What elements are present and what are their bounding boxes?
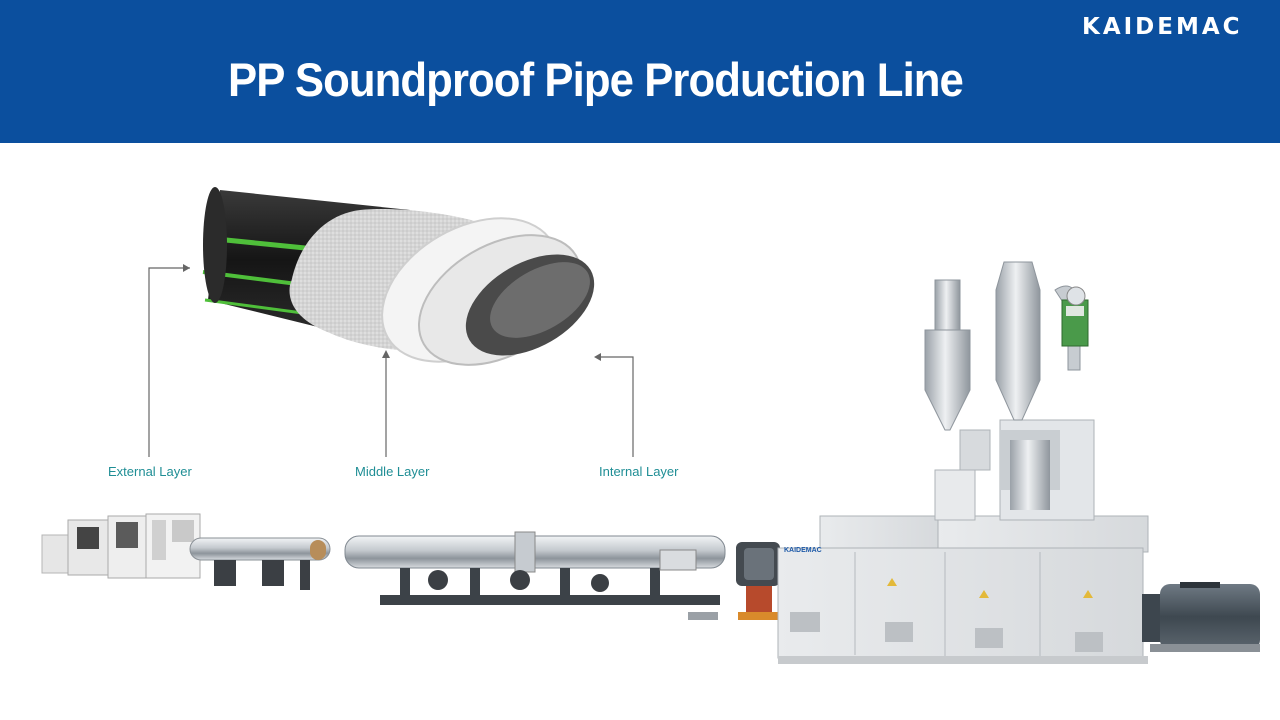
brand-logo: KAIDEMAC [1082,14,1243,40]
hopper-dryer-right [995,261,1089,421]
pipe-cutaway [202,187,595,366]
extruder-brand-plate: KAIDEMAC [784,547,822,554]
middle-layer-label: Middle Layer [355,464,430,479]
header-banner [0,0,1280,143]
drive-motor [1142,582,1260,652]
internal-layer-label: Internal Layer [599,464,679,479]
hopper-dryer-left [924,279,971,431]
main-extruder: KAIDEMAC [777,515,1149,664]
layer-leader-lines [148,264,634,457]
extrusion-die-head [736,542,782,620]
feeding-tower [934,419,1095,521]
vacuum-calibration-tank [344,531,726,620]
spray-cooling-tank [189,537,331,590]
page-title: PP Soundproof Pipe Production Line [228,53,964,106]
external-layer-label: External Layer [108,464,192,479]
haul-off-cutter-unit [41,513,201,579]
